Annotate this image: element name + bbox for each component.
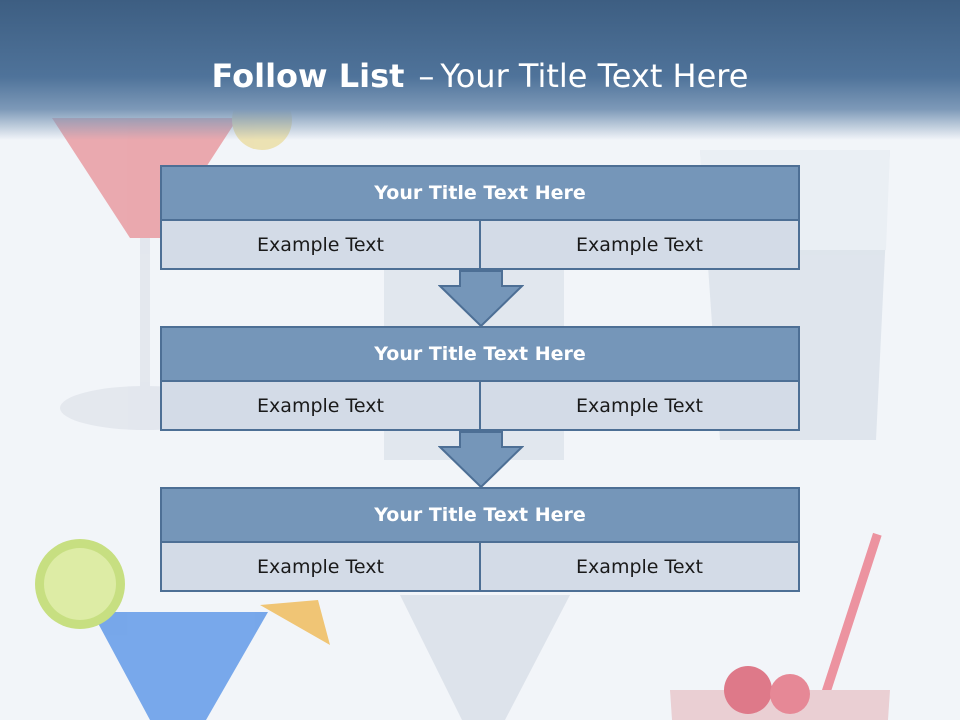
step-block-3: Your Title Text Here Example Text Exampl… [160, 487, 800, 592]
step-cell-left: Example Text [160, 221, 481, 270]
step-cell-left: Example Text [160, 382, 481, 431]
step-title: Your Title Text Here [160, 165, 800, 221]
step-row: Example Text Example Text [160, 221, 800, 270]
step-row: Example Text Example Text [160, 543, 800, 592]
step-cell-right: Example Text [481, 221, 800, 270]
down-arrow-icon [438, 431, 524, 489]
slide-title-dash: – [418, 57, 435, 95]
step-title: Your Title Text Here [160, 487, 800, 543]
down-arrow-icon [438, 270, 524, 328]
step-cell-left: Example Text [160, 543, 481, 592]
slide-title-rest: Your Title Text Here [440, 57, 749, 95]
step-block-2: Your Title Text Here Example Text Exampl… [160, 326, 800, 431]
slide-title-bold: Follow List [211, 57, 405, 95]
slide-title: Follow List–Your Title Text Here [0, 56, 960, 96]
step-row: Example Text Example Text [160, 382, 800, 431]
step-cell-right: Example Text [481, 543, 800, 592]
step-cell-right: Example Text [481, 382, 800, 431]
step-block-1: Your Title Text Here Example Text Exampl… [160, 165, 800, 270]
step-title: Your Title Text Here [160, 326, 800, 382]
slide-header [0, 0, 960, 140]
